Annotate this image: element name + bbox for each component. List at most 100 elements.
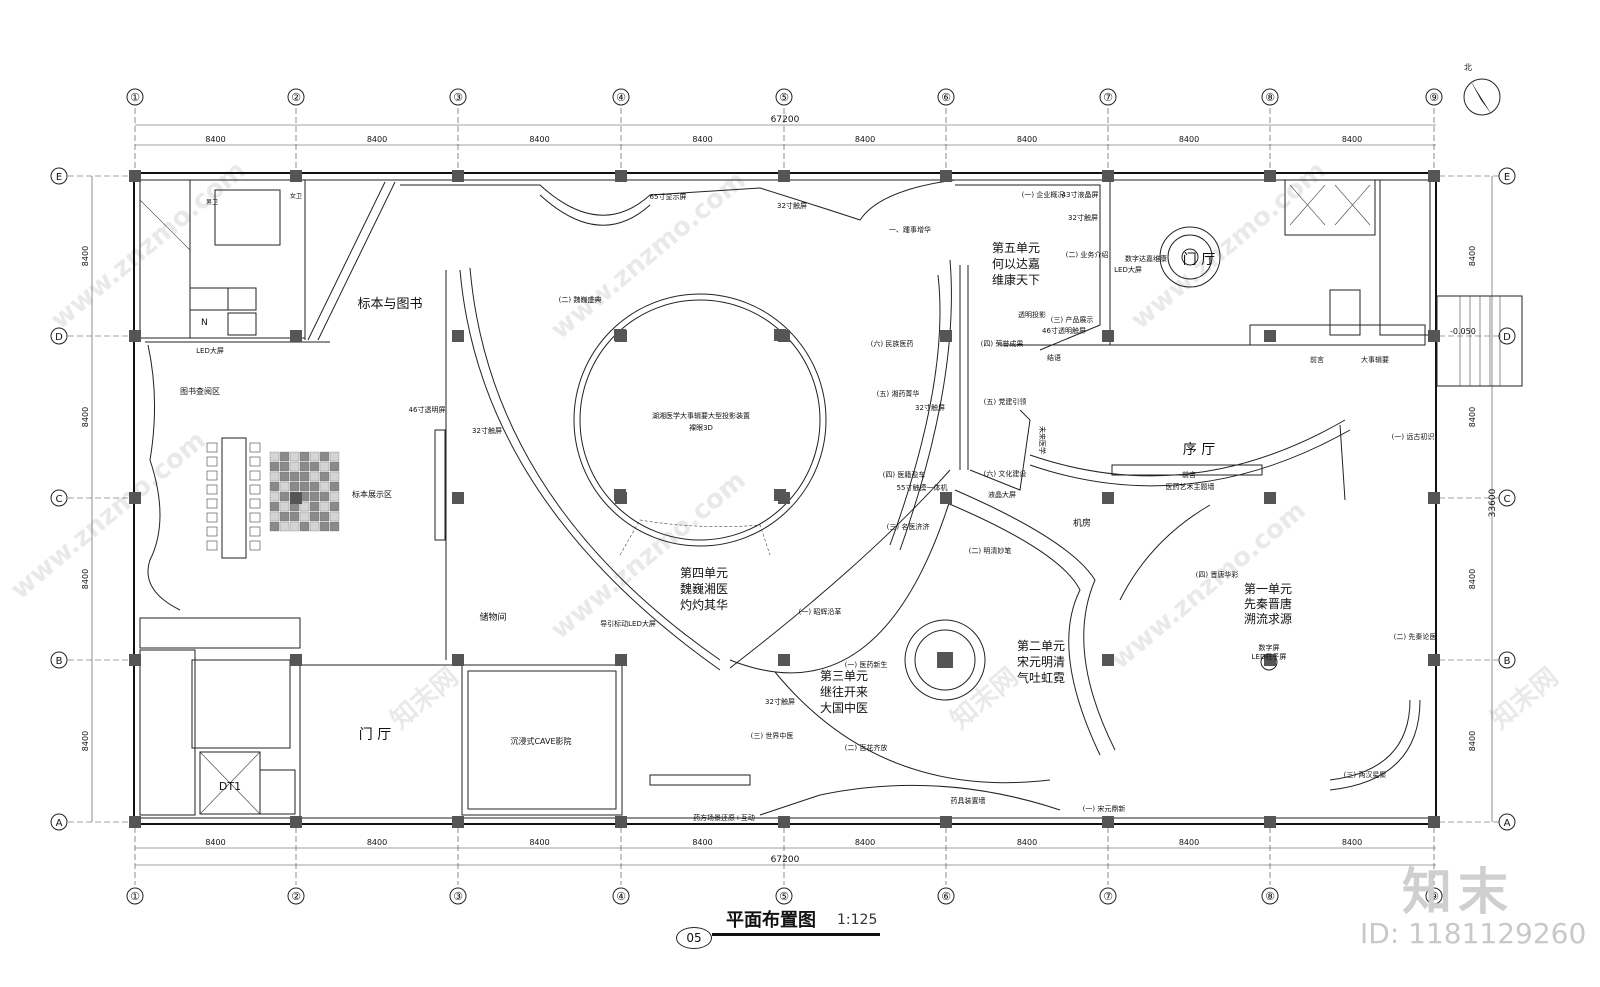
grid-bubble-col [126, 887, 144, 905]
label-guide-led: 导引标动LED大屏 [600, 619, 656, 628]
upper-curved-wall-inner [539, 194, 651, 226]
label-prescription: 药方场景还原+互动 [693, 813, 755, 822]
label-songyuan: (一) 宋元鼎新 [1083, 804, 1126, 813]
prelude-hall-walls [1029, 419, 1421, 791]
label-summary: 结语 [1047, 353, 1061, 362]
span-dimension-left: 8400 [81, 731, 90, 751]
unit3-line2: 继往开来 [820, 684, 868, 699]
reading-chairs [206, 442, 261, 551]
label-led-big: LED大屏 [1114, 265, 1142, 274]
grid-label-row: C [56, 494, 63, 505]
label-famous: (三) 名医济济 [887, 522, 930, 531]
specimen-cell [319, 501, 330, 512]
column [778, 816, 790, 828]
specimen-cell [309, 471, 320, 482]
label-led-screen: LED大屏 [196, 346, 224, 355]
sheet-scale: 1:125 [837, 912, 878, 928]
specimen-cell [309, 491, 320, 502]
lower-rooms [299, 270, 1061, 818]
grid-bubble-col [775, 88, 793, 106]
label-lcd-screen: 液晶大屏 [988, 490, 1016, 499]
column [129, 654, 141, 666]
grid-label-col: ⑨ [1429, 890, 1439, 903]
specimen-cell [319, 521, 330, 532]
column [452, 330, 464, 342]
span-dimension-right: 8400 [1468, 246, 1477, 266]
grid-label-col: ④ [616, 91, 626, 104]
unit1-line2: 先秦晋唐 [1244, 596, 1292, 611]
specimen-cell [269, 481, 280, 492]
watermark-text: 知末网 [1485, 662, 1564, 735]
grid-label-row: D [1503, 332, 1511, 343]
unit5-line3: 维康天下 [992, 272, 1040, 287]
span-dimension-left: 8400 [81, 407, 90, 427]
grid-bubble-col [1099, 887, 1117, 905]
room-specimen-books: 标本与图书 [357, 297, 422, 312]
column [774, 329, 786, 341]
column [1102, 654, 1114, 666]
span-dimension-bottom: 8400 [1342, 838, 1362, 847]
grid-bubble-row [1498, 813, 1516, 831]
room-cave-cinema: 沉浸式CAVE影院 [510, 736, 571, 746]
label-led-pillar: LED柱子屏 [1252, 652, 1287, 661]
column [778, 170, 790, 182]
reading-table [221, 437, 247, 559]
grid-label-row: A [56, 818, 63, 829]
grid-label-col: ⑦ [1103, 890, 1113, 903]
label-yizheng: (一) 医药新生 [845, 660, 888, 669]
column [940, 816, 952, 828]
column [940, 330, 952, 342]
grid-label-col: ⑨ [1429, 91, 1439, 104]
span-dimension-right: 8400 [1468, 731, 1477, 751]
grid-label-row: E [1504, 172, 1510, 183]
label-jintang: (四) 晋唐华彩 [1196, 570, 1239, 579]
label-digital: 数字达嘉维康 [1125, 254, 1167, 263]
specimen-cell [269, 491, 280, 502]
label-preqin: (二) 先秦论医 [1394, 632, 1437, 641]
letter-n: N [201, 318, 208, 328]
span-dimension-bottom: 8400 [855, 838, 875, 847]
column [1264, 170, 1276, 182]
column [1102, 330, 1114, 342]
unit5-line2: 何以达嘉 [992, 257, 1040, 271]
column [1102, 816, 1114, 828]
grid-bubble-row [1498, 489, 1516, 507]
column [1428, 654, 1440, 666]
watermark-text: www.znzmo.com [545, 165, 751, 345]
specimen-cell [329, 481, 340, 492]
column [1264, 816, 1276, 828]
chair [249, 526, 261, 537]
specimen-cell [309, 521, 320, 532]
specimen-cell [299, 511, 310, 522]
label-classics: (四) 医籍盈车 [883, 470, 926, 479]
column [129, 170, 141, 182]
column [1102, 170, 1114, 182]
column [452, 492, 464, 504]
label-transparent-proj: 透明投影 [1018, 310, 1046, 319]
column [1428, 816, 1440, 828]
label-touch-32-c: 32寸触屏 [1068, 213, 1098, 222]
column [940, 654, 952, 666]
unit4-title: 第四单元 [680, 566, 728, 580]
unit5-title: 第五单元 [992, 241, 1040, 255]
span-dimension-bottom: 8400 [1017, 838, 1037, 847]
dimension-lines [91, 124, 1493, 866]
grid-label-col: ⑤ [779, 91, 789, 104]
grid-label-col: ⑦ [1103, 91, 1113, 104]
grid-label-row: A [1504, 818, 1511, 829]
specimen-cell [309, 501, 320, 512]
grid-label-col: ④ [616, 890, 626, 903]
label-transparent-46-b: 46寸透明触屏 [1042, 326, 1086, 335]
label-weiwei: (二) 魏巍盛典 [559, 295, 602, 304]
column [290, 170, 302, 182]
specimen-cell [289, 481, 300, 492]
span-dimension-bottom: 8400 [529, 838, 549, 847]
label-enterprise: (一) 企业概况 [1022, 190, 1065, 199]
span-dimension-top: 8400 [1017, 135, 1037, 144]
structural-columns [129, 170, 1440, 828]
grid-label-col: ① [130, 91, 140, 104]
specimen-cell [319, 491, 330, 502]
column [1264, 330, 1276, 342]
column [290, 654, 302, 666]
